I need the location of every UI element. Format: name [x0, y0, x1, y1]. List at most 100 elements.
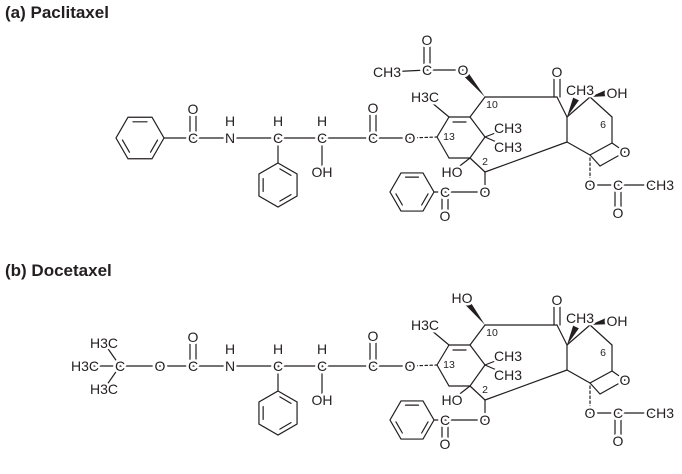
atom-label: O — [440, 436, 451, 452]
bond-line — [611, 142, 626, 153]
atom-label: O — [188, 329, 199, 345]
bond-line — [469, 96, 486, 118]
benzene-ring — [258, 162, 298, 208]
atom-label: H3C — [90, 381, 118, 397]
atom-label: N — [225, 130, 235, 146]
bond-line — [386, 69, 428, 73]
atom-label: C — [368, 130, 378, 146]
atom-label: HO — [442, 392, 463, 408]
atom-label: N — [225, 358, 235, 374]
atom-number-label: 13 — [443, 131, 455, 143]
docetaxel-title: (b) Docetaxel — [5, 261, 112, 280]
atom-label: O — [422, 32, 433, 48]
atom-number-label: 6 — [600, 347, 606, 359]
atom-label: O — [552, 292, 563, 308]
bond-line — [484, 369, 568, 401]
atom-label: C — [273, 358, 283, 374]
atom-label: HO — [452, 290, 473, 306]
atom-label: C — [368, 358, 378, 374]
bond-line — [424, 96, 450, 118]
bond-line — [424, 324, 450, 346]
atom-label: O — [620, 144, 631, 160]
benzene-ring — [389, 400, 435, 440]
wedge-bond — [463, 299, 485, 325]
atom-label: C — [440, 412, 450, 428]
bond-line — [599, 379, 626, 395]
bond-line — [103, 342, 121, 367]
wedge-bond — [590, 317, 608, 325]
bond-line — [469, 364, 486, 387]
atom-label: O — [620, 372, 631, 388]
atom-label: HO — [442, 164, 463, 180]
atom-label: C — [422, 62, 432, 78]
bond-line — [409, 364, 438, 367]
atom-label: CH3 — [494, 348, 522, 364]
atom-label: H — [225, 113, 235, 129]
bond-line — [421, 193, 429, 206]
bond-line — [599, 151, 626, 167]
atom-label: H3C — [71, 358, 99, 374]
atom-label: CH3 — [373, 64, 401, 80]
bond-line — [484, 136, 509, 148]
bond-line — [469, 344, 486, 366]
bond-line — [436, 136, 450, 159]
bond-line — [279, 396, 292, 404]
wedge-bond — [461, 69, 485, 97]
bond-line — [395, 193, 403, 206]
atom-label: OH — [312, 392, 333, 408]
benzene-ring — [115, 116, 165, 160]
atom-number-label: 2 — [482, 384, 488, 396]
bond-line — [589, 96, 613, 118]
bond-line — [484, 355, 509, 366]
benzene-ring — [389, 172, 435, 212]
atom-label: O — [613, 433, 624, 449]
bond-line — [279, 168, 292, 176]
bond-line — [589, 142, 613, 156]
bond-line — [484, 364, 509, 376]
atom-label: C — [273, 130, 283, 146]
atom-label: O — [368, 100, 379, 116]
atom-label: H — [317, 341, 327, 357]
bond-line — [451, 157, 471, 173]
atom-label: C — [317, 130, 327, 146]
bond-line — [556, 96, 568, 118]
bond-line — [436, 344, 450, 366]
bond-line — [421, 421, 429, 434]
atom-label: H — [273, 341, 283, 357]
atom-label: O — [368, 328, 379, 344]
atom-label: C — [613, 405, 623, 421]
bond-line — [279, 194, 292, 202]
bond-line — [566, 141, 591, 156]
bond-line — [469, 385, 486, 401]
bond-line — [589, 324, 613, 346]
atom-label: O — [585, 177, 596, 193]
atom-number-label: 10 — [486, 327, 498, 339]
bond-line — [395, 421, 403, 434]
atom-label: O — [188, 101, 199, 117]
bond-line — [589, 382, 601, 395]
atom-label: CH3 — [646, 177, 674, 193]
atom-number-label: 6 — [600, 119, 606, 131]
atom-number-label: 13 — [443, 359, 455, 371]
atom-label: O — [585, 405, 596, 421]
wedge-bond — [567, 97, 579, 117]
wedge-bond — [567, 325, 579, 345]
bond-line — [436, 364, 450, 387]
bond-line — [451, 385, 471, 401]
atom-label: CH3 — [646, 405, 674, 421]
bond-line — [121, 139, 131, 153]
bond-line — [469, 324, 486, 346]
atom-number-label: 10 — [486, 99, 498, 111]
atom-label: O — [480, 412, 491, 428]
atom-label: O — [552, 64, 563, 80]
paclitaxel-title: (a) Paclitaxel — [5, 3, 109, 22]
atom-label: H3C — [90, 335, 118, 351]
bond-line — [469, 116, 486, 138]
bond-line — [484, 127, 509, 138]
atom-label: H3C — [411, 317, 439, 333]
atom-label: CH3 — [494, 139, 522, 155]
benzene-ring — [258, 390, 298, 436]
atom-label: OH — [312, 164, 333, 180]
atom-label: O — [613, 205, 624, 221]
